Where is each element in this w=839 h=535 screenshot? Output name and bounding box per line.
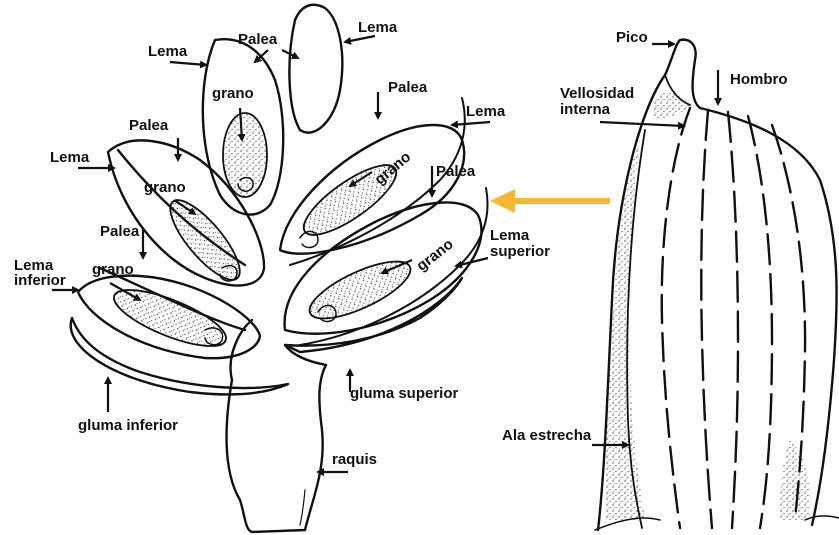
label-grano-top: grano	[212, 86, 254, 101]
label-lema-top-left: Lema	[148, 44, 187, 59]
label-palea-upper-right: Palea	[388, 80, 427, 95]
label-palea-left: Palea	[129, 118, 168, 133]
label-lema-left: Lema	[50, 150, 89, 165]
link-arrow	[490, 189, 610, 213]
label-palea-lower-left: Palea	[100, 224, 139, 239]
label-lema-inferior-1: Lema	[14, 258, 53, 273]
label-lema-superior-1: Lema	[490, 228, 529, 243]
label-ala-estrecha: Ala estrecha	[502, 428, 591, 443]
grain-drawing	[595, 40, 839, 530]
label-grano-lower-left: grano	[92, 262, 134, 277]
raquis-stem	[227, 365, 326, 532]
floret-top-center	[289, 5, 342, 133]
label-gluma-inferior: gluma inferior	[78, 418, 178, 433]
label-lema-upper-right: Lema	[466, 104, 505, 119]
label-gluma-superior: gluma superior	[350, 386, 458, 401]
label-raquis: raquis	[332, 452, 377, 467]
label-vellosidad-1: Vellosidad	[560, 86, 634, 101]
label-lema-superior-2: superior	[490, 244, 550, 259]
label-grano-left: grano	[144, 180, 186, 195]
label-palea-top: Palea	[238, 32, 277, 47]
label-pico: Pico	[616, 30, 648, 45]
label-vellosidad-2: interna	[560, 102, 610, 117]
label-hombro: Hombro	[730, 72, 788, 87]
label-palea-right: Palea	[436, 164, 475, 179]
label-lema-inferior-2: inferior	[14, 273, 66, 288]
label-lema-top: Lema	[358, 20, 397, 35]
